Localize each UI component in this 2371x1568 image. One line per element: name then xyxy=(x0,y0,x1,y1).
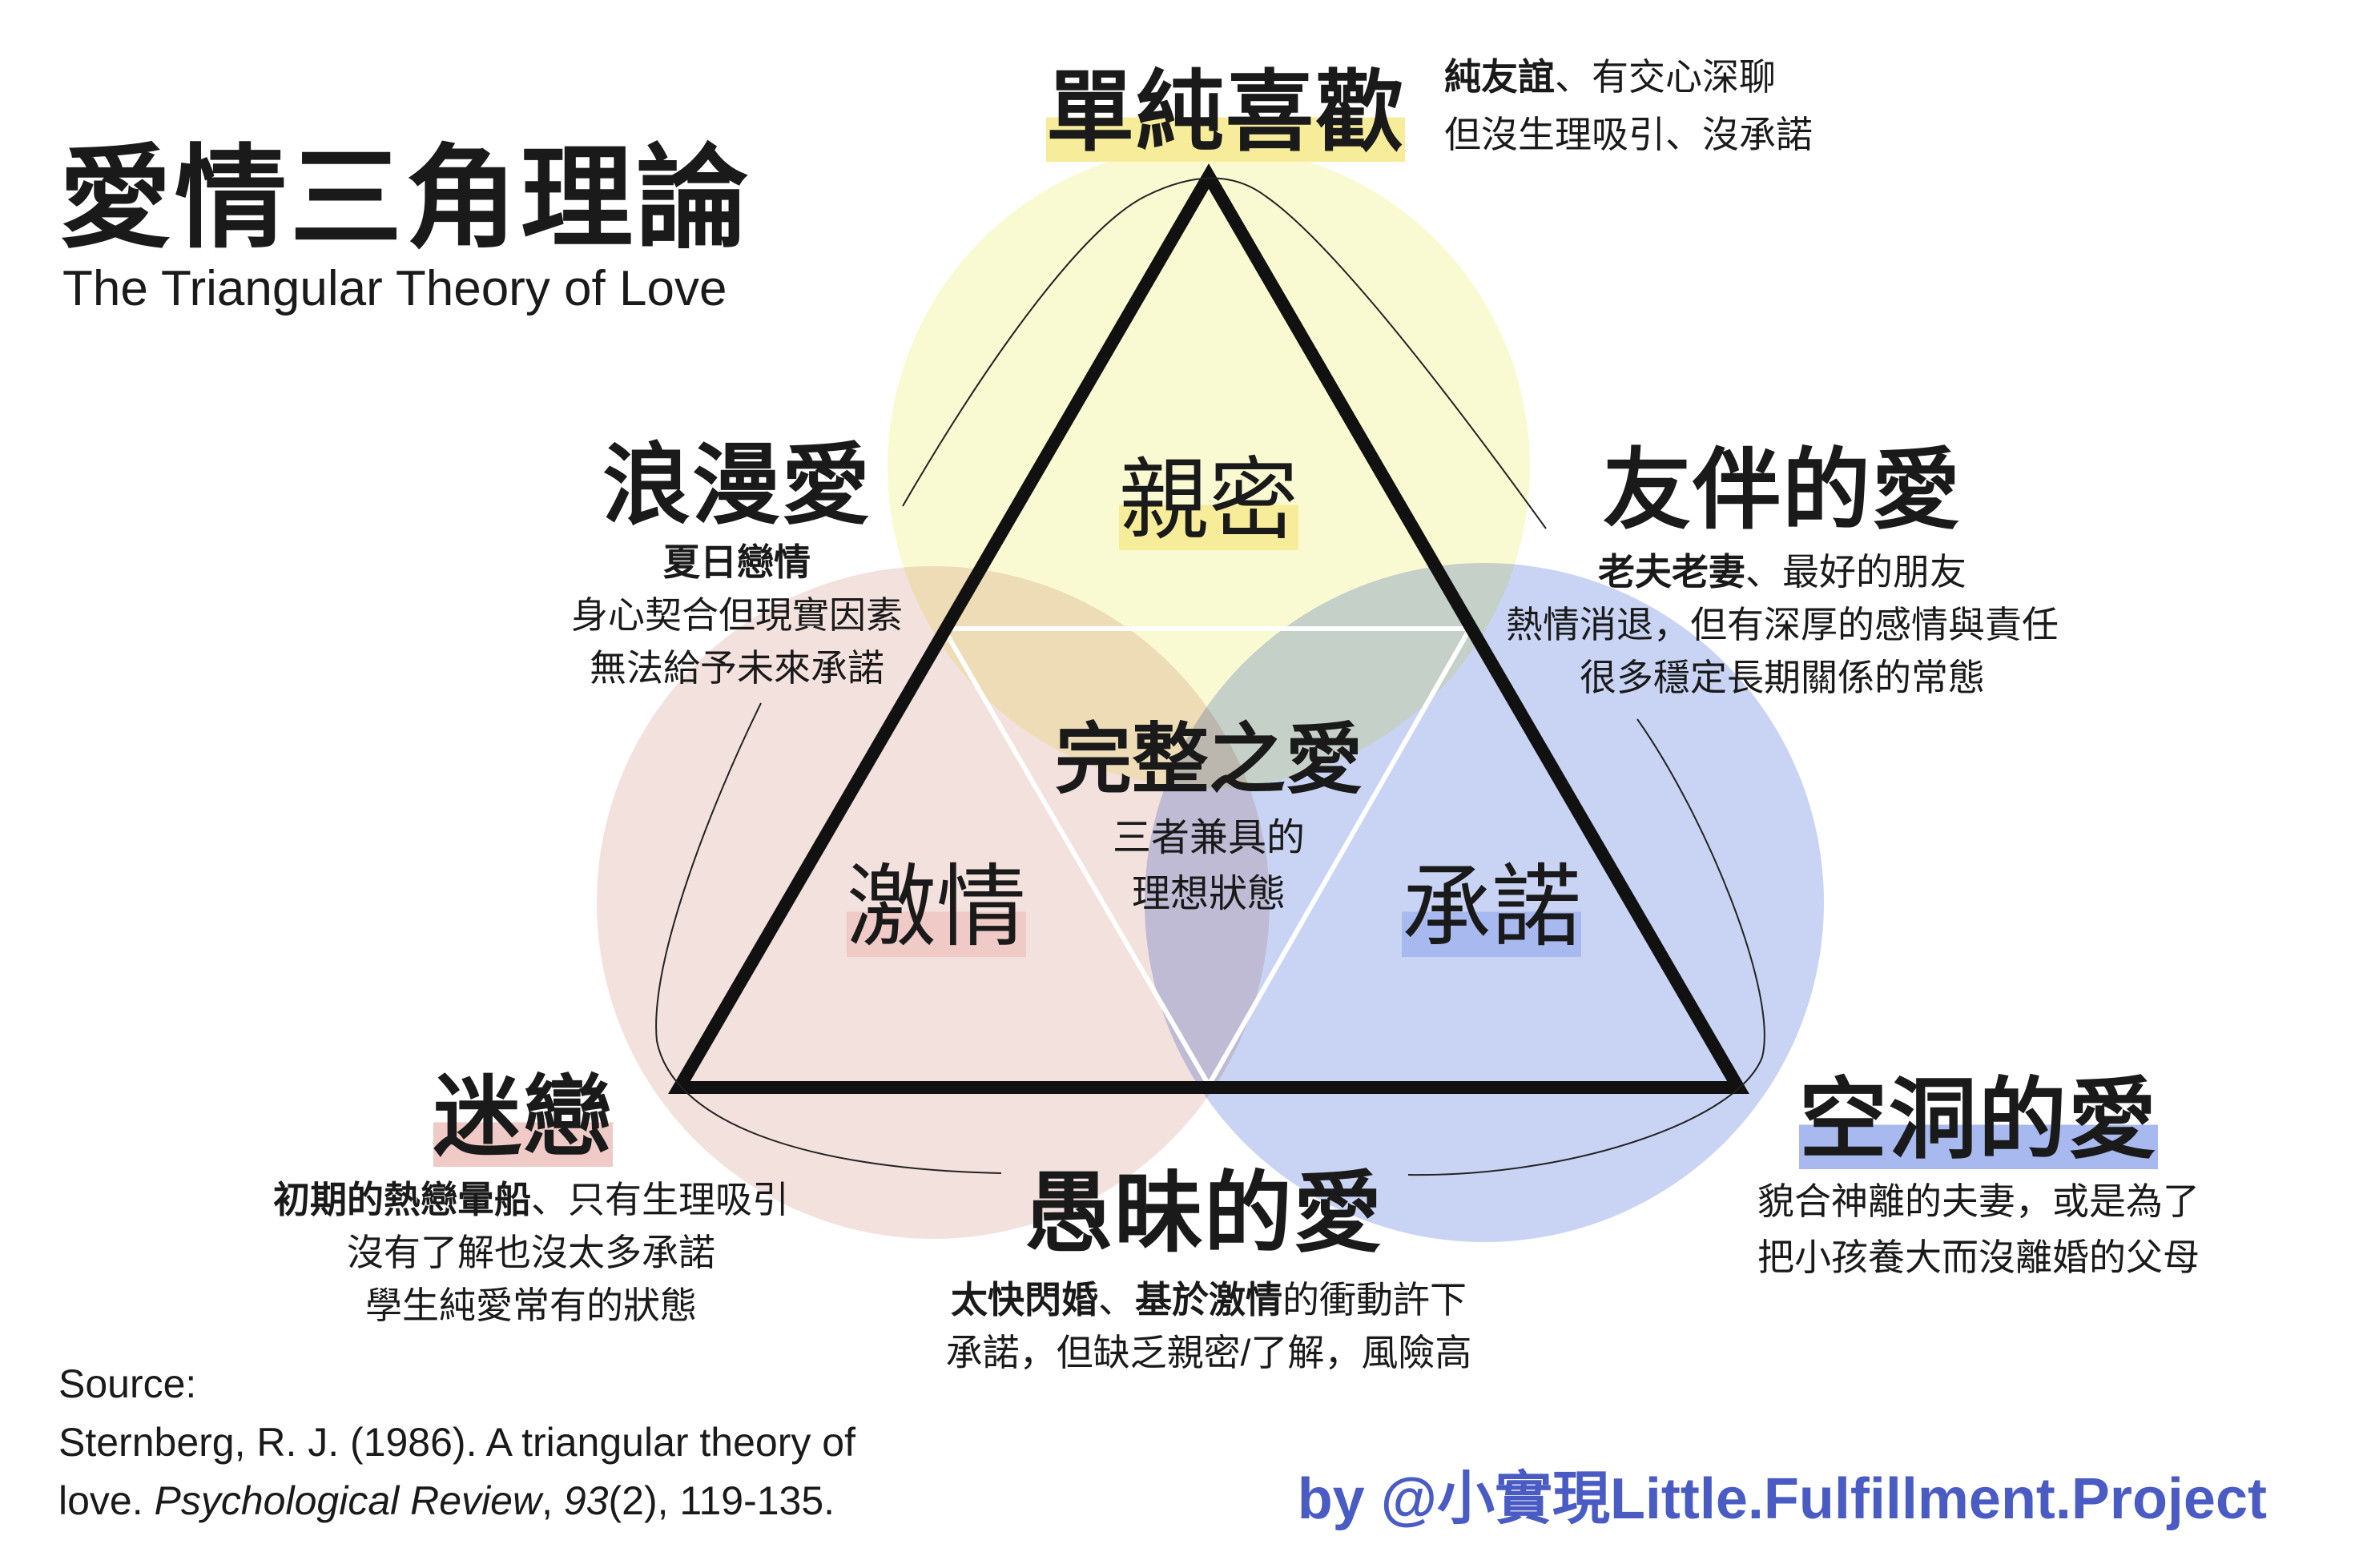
companionate-label: 友伴的愛 xyxy=(1603,441,1962,540)
commitment-label: 承諾 xyxy=(1402,857,1581,957)
romantic-desc: 夏日戀情 身心契合但現實因素 無法給予未來承諾 xyxy=(571,541,903,689)
infatuation-desc: 初期的熱戀暈船、只有生理吸引 沒有了解也沒太多承諾 學生純愛常有的狀態 xyxy=(273,1179,789,1326)
liking-desc: 純友誼、有交心深聊 但沒生理吸引、沒承諾 xyxy=(1444,56,1813,155)
empty-label: 空洞的愛 xyxy=(1799,1071,2158,1169)
passion-label: 激情 xyxy=(847,857,1026,957)
romantic-label: 浪漫愛 xyxy=(602,436,872,535)
connector-curves xyxy=(655,177,1765,1176)
source-citation: Source: Sternberg, R. J. (1986). A trian… xyxy=(58,1361,855,1523)
love-triangle xyxy=(668,163,1749,1094)
companionate-desc: 老夫老妻、最好的朋友 熱情消退，但有深厚的感情與責任 很多穩定長期關係的常態 xyxy=(1506,551,2059,698)
liking-label: 單純喜歡 xyxy=(1046,63,1405,162)
fatuous-label: 愚昧的愛 xyxy=(1024,1164,1383,1263)
intimacy-label: 親密 xyxy=(1119,450,1298,550)
inner-triangle-lines xyxy=(941,626,1472,1087)
title-en: The Triangular Theory of Love xyxy=(62,261,727,316)
consummate-label: 完整之愛 xyxy=(1055,717,1363,803)
author-credit: by @小實現Little.Fulfillment.Project xyxy=(1297,1467,2267,1531)
infatuation-label: 迷戀 xyxy=(433,1068,613,1167)
empty-desc: 貌合神離的夫妻，或是為了 把小孩養大而沒離婚的父母 xyxy=(1757,1180,2200,1278)
consummate-desc: 三者兼具的 理想狀態 xyxy=(1112,817,1306,915)
fatuous-desc: 太快閃婚、基於激情的衝動許下 承諾，但缺乏親密/了解，風險高 xyxy=(945,1279,1472,1373)
title-zh: 愛情三角理論 xyxy=(59,135,752,261)
